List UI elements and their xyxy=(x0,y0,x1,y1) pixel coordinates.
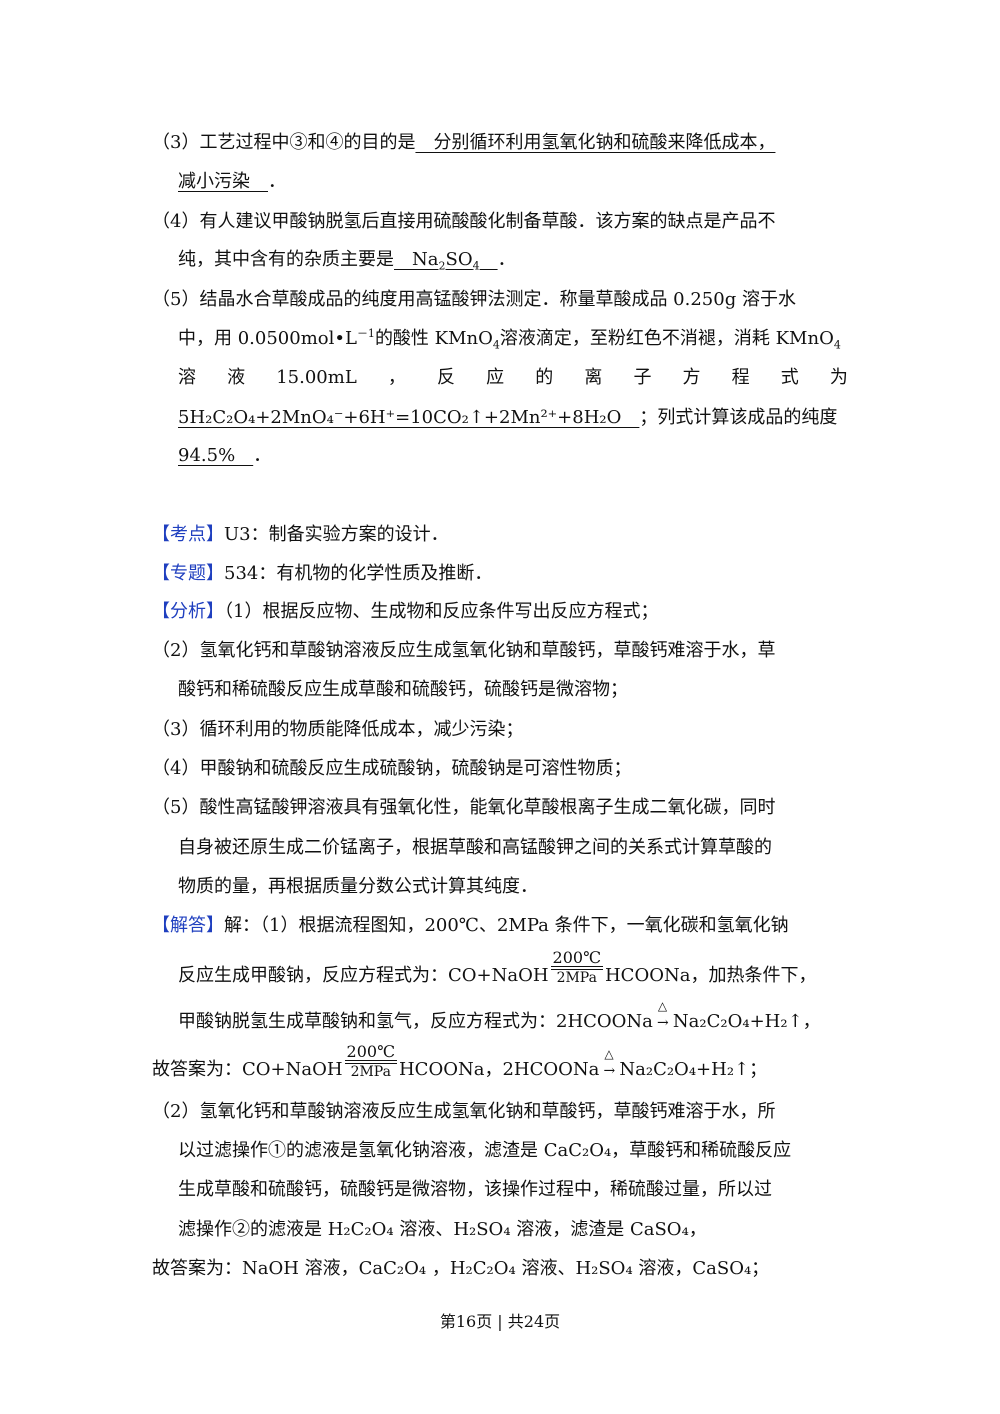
q3-end: ． xyxy=(268,171,286,192)
jieda-q2-line1: （2）氢氧化钙和草酸钠溶液反应生成氢氧化钠和草酸钙，草酸钙难溶于水，所 xyxy=(152,1101,776,1122)
q5-line5: 94.5% ． xyxy=(178,445,272,466)
q4-line2-prefix: 纯，其中含有的杂质主要是 xyxy=(178,249,394,270)
fenxi-line8: 物质的量，再根据质量分数公式计算其纯度． xyxy=(178,876,538,897)
q5-equation-answer: 5H₂C₂O₄+2MnO₄⁻+6H⁺=10CO₂↑+2Mn²⁺+8H₂O xyxy=(178,407,640,428)
q4-line1: （4）有人建议甲酸钠脱氢后直接用硫酸酸化制备草酸．该方案的缺点是产品不 xyxy=(152,211,776,232)
jieda-tag: 【解答】 xyxy=(152,915,224,936)
jieda-q2-line2: 以过滤操作①的滤液是氢氧化钠溶液，滤渣是 CaC₂O₄，草酸钙和稀硫酸反应 xyxy=(178,1140,792,1161)
q4-line2: 纯，其中含有的杂质主要是 Na2SO4 ． xyxy=(178,248,516,272)
heating-arrow-2: △→ xyxy=(603,1047,616,1079)
heating-arrow: △→ xyxy=(657,999,669,1031)
q5-line4-suffix: ；列式计算该成品的纯度 xyxy=(639,407,838,428)
zhuanti-line: 【专题】534：有机物的化学性质及推断． xyxy=(152,562,492,586)
jieda-line3: 甲酸钠脱氢生成草酸钠和氢气，反应方程式为：2HCOONa△→Na₂C₂O₄+H₂… xyxy=(178,999,821,1035)
zhuanti-tag: 【专题】 xyxy=(152,563,224,584)
q5-line4: 5H₂C₂O₄+2MnO₄⁻+6H⁺=10CO₂↑+2Mn²⁺+8H₂O ；列式… xyxy=(178,406,837,430)
jieda-q2-line4: 滤操作②的滤液是 H₂C₂O₄ 溶液、H₂SO₄ 溶液，滤渣是 CaSO₄， xyxy=(178,1219,707,1240)
page-footer: 第16页 | 共24页 xyxy=(439,1312,561,1331)
fenxi-line1: 【分析】（1）根据反应物、生成物和反应条件写出反应方程式； xyxy=(152,601,659,622)
jieda-q2-line5: 故答案为：NaOH 溶液，CaC₂O₄ ，H₂C₂O₄ 溶液、H₂SO₄ 溶液，… xyxy=(152,1258,770,1279)
fenxi-line7: 自身被还原生成二价锰离子，根据草酸和高锰酸钾之间的关系式计算草酸的 xyxy=(178,837,772,858)
q3-prefix: （3）工艺过程中③和④的目的是 xyxy=(152,132,416,153)
fenxi-line4: （3）循环利用的物质能降低成本，减少污染； xyxy=(152,719,524,740)
q4-end: ． xyxy=(497,249,516,270)
q5-line1: （5）结晶水合草酸成品的纯度用高锰酸钾法测定．称量草酸成品 0.250g 溶于水 xyxy=(152,289,796,310)
fenxi-tag: 【分析】 xyxy=(152,601,224,622)
fenxi-line2: （2）氢氧化钙和草酸钠溶液反应生成氢氧化钠和草酸钙，草酸钙难溶于水，草 xyxy=(152,640,776,661)
q3-answer-part1: 分别循环利用氢氧化钠和硫酸来降低成本， xyxy=(415,132,776,153)
fenxi-line6: （5）酸性高锰酸钾溶液具有强氧化性，能氧化草酸根离子生成二氧化碳，同时 xyxy=(152,797,776,818)
fenxi-line3: 酸钙和稀硫酸反应生成草酸和硫酸钙，硫酸钙是微溶物； xyxy=(178,679,628,700)
q3-answer-part2: 减小污染 xyxy=(178,171,268,192)
q5-purity-answer: 94.5% xyxy=(178,445,254,466)
zhuanti-text: 534：有机物的化学性质及推断． xyxy=(224,563,493,584)
fenxi-line5: （4）甲酸钠和硫酸反应生成硫酸钠，硫酸钠是可溶性物质； xyxy=(152,758,632,779)
q5-line2: 中，用 0.0500mol•L－1的酸性 KMnO4溶液滴定，至粉红色不消褪，消… xyxy=(178,327,841,352)
kaodian-tag: 【考点】 xyxy=(152,524,224,545)
jieda-line1: 【解答】解：（1）根据流程图知，200℃、2MPa 条件下，一氧化碳和氢氧化钠 xyxy=(152,915,789,936)
jieda-q2-line3: 生成草酸和硫酸钙，硫酸钙是微溶物，该操作过程中，稀硫酸过量，所以过 xyxy=(178,1179,772,1200)
kaodian-line: 【考点】U3：制备实验方案的设计． xyxy=(152,523,449,547)
q3-line2: 减小污染 ． xyxy=(178,170,286,194)
q4-answer: Na2SO4 xyxy=(394,249,480,273)
kaodian-text: U3：制备实验方案的设计． xyxy=(224,524,449,545)
q3-line1: （3）工艺过程中③和④的目的是 分别循环利用氢氧化钠和硫酸来降低成本， xyxy=(152,131,775,155)
